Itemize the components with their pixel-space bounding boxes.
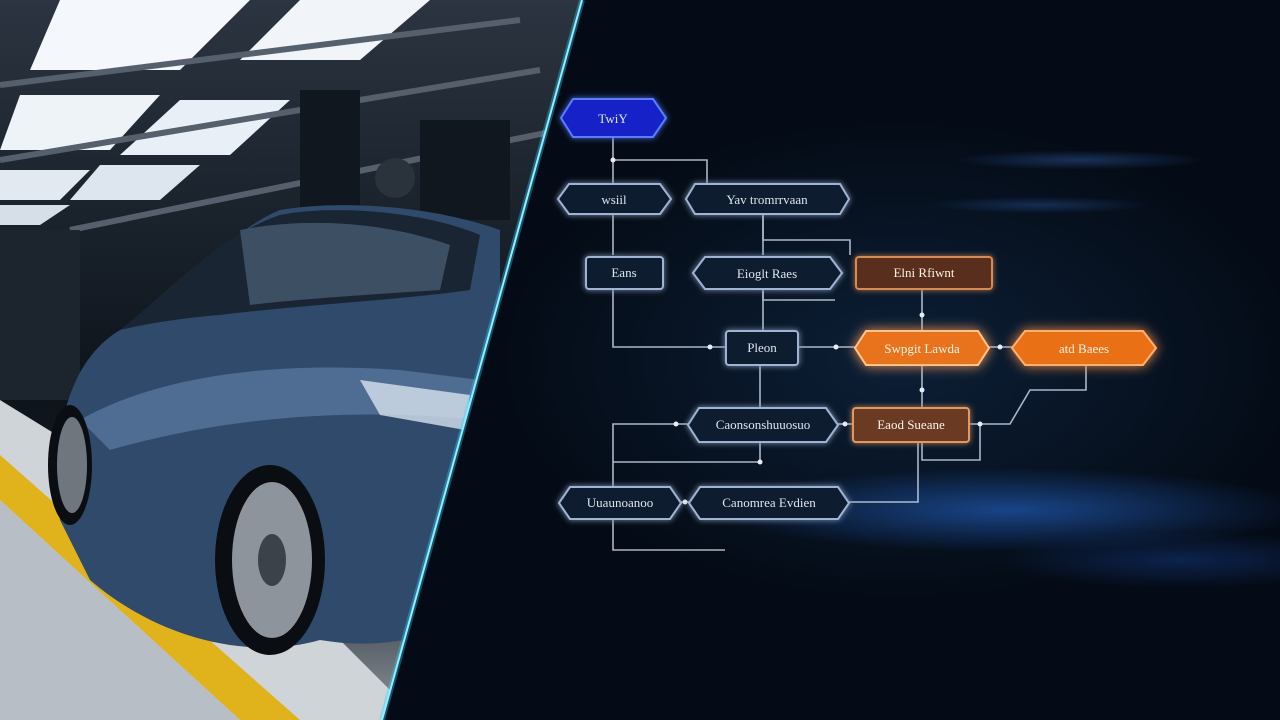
node-label: Pleon [747,340,777,355]
flow-node-start: TwiY [559,98,668,138]
node-label: Canomrea Evdien [722,495,816,510]
flow-node: Elni Rfiwnt [855,256,993,290]
flow-node: Swpgit Lawda [853,330,991,366]
node-label: Eaod Sueane [877,417,945,432]
flow-node: Yav tromrrvaan [684,183,851,215]
node-label: Eans [611,265,636,280]
node-label: Caonsonshuuosuo [716,417,811,432]
flow-node: wsiil [556,183,673,215]
junction-dots [610,157,1003,505]
flow-node: Caonsonshuuosuo [686,407,840,443]
node-label: Swpgit Lawda [884,341,960,356]
node-label: TwiY [598,111,628,126]
node-label: Uuaunoanoo [587,495,653,510]
node-label: Yav tromrrvaan [726,192,808,207]
flow-node: Uuaunoanoo [557,486,683,520]
flow-node: Pleon [725,330,799,366]
node-label: wsiil [601,192,627,207]
flow-node: Eioglt Raes [691,256,844,290]
flow-connectors [612,138,1087,551]
flow-node: Eans [585,256,664,290]
node-label: atd Baees [1059,341,1109,356]
node-label: Eioglt Raes [737,266,797,281]
flow-node: atd Baees [1010,330,1158,366]
flow-node: Eaod Sueane [852,407,970,443]
flow-node: Canomrea Evdien [687,486,851,520]
node-label: Elni Rfiwnt [893,265,954,280]
